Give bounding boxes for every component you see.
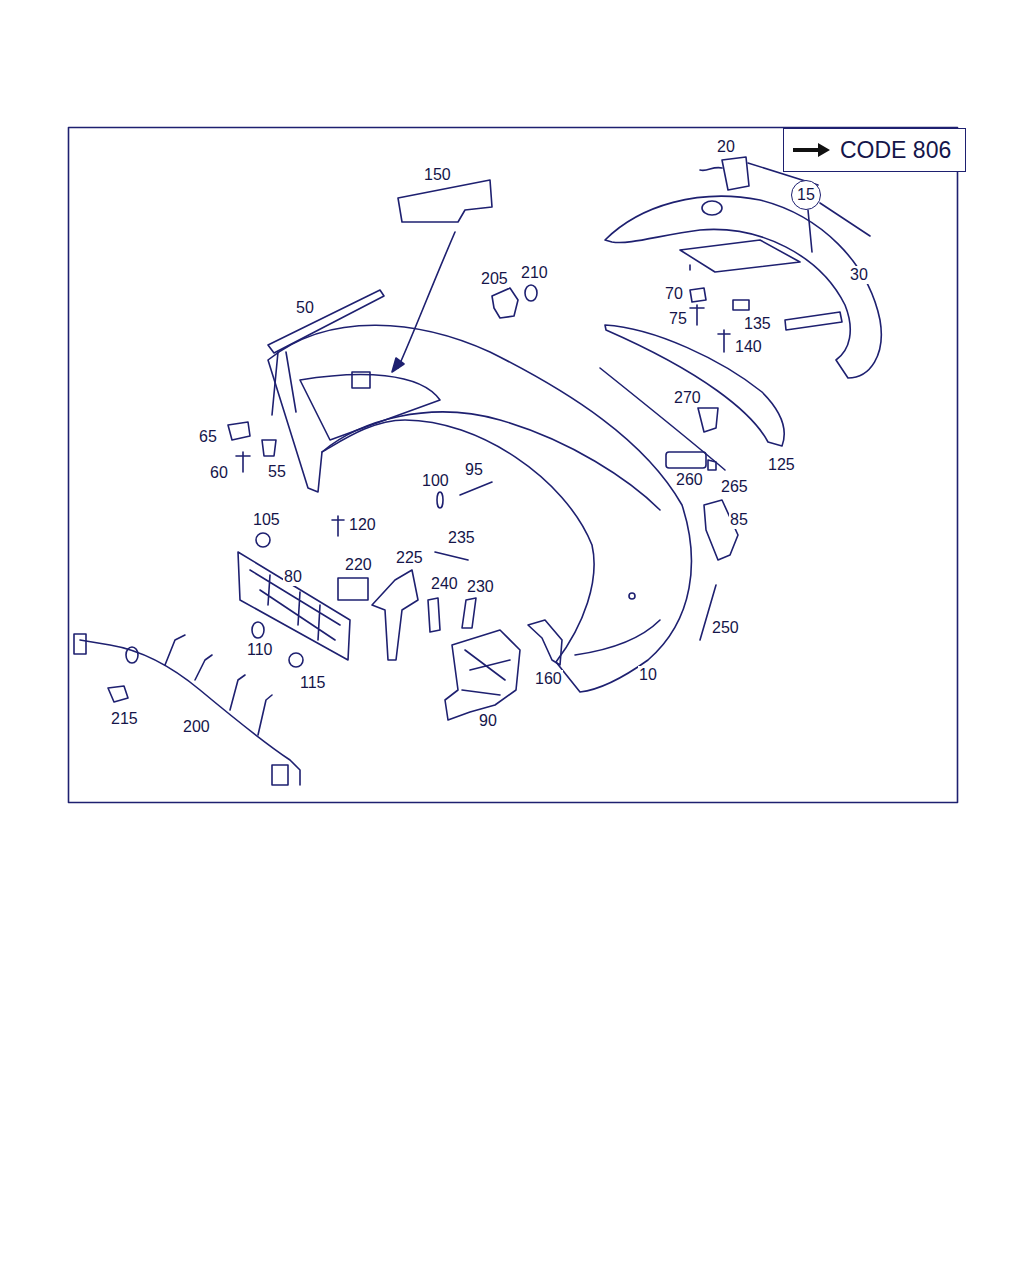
part-strip — [268, 290, 384, 353]
part-ring — [525, 285, 537, 301]
part-bracket — [372, 570, 418, 660]
part-clip — [262, 440, 276, 456]
callout-number: 95 — [464, 461, 484, 479]
part-rod — [600, 368, 725, 470]
part-grommet — [126, 647, 138, 663]
callout-number: 140 — [734, 338, 763, 356]
part-clip — [708, 460, 716, 470]
part-nut — [289, 653, 303, 667]
callout-number: 235 — [447, 529, 476, 547]
callout-number: 50 — [295, 299, 315, 317]
code-label: CODE 806 — [840, 137, 951, 164]
arrow-head — [392, 358, 404, 372]
part-bolt — [460, 482, 492, 495]
callout-number: 55 — [267, 463, 287, 481]
callout-number: 115 — [299, 674, 327, 692]
callout-number: 150 — [423, 166, 452, 184]
callout-number: 240 — [430, 575, 459, 593]
part-bracket — [428, 598, 440, 632]
callout-number: 135 — [743, 315, 772, 333]
part-trim — [528, 620, 562, 665]
callout-number: 30 — [849, 266, 869, 284]
part-bumper — [352, 372, 370, 388]
part-connector — [666, 452, 706, 468]
part-nut — [256, 533, 270, 547]
callout-number: 75 — [668, 310, 688, 328]
part-pad — [462, 598, 476, 628]
callout-number: 270 — [673, 389, 702, 407]
leader-arrow — [398, 232, 455, 368]
callout-number: 105 — [252, 511, 281, 529]
part-bumper — [629, 593, 635, 599]
part-diffuser — [702, 201, 722, 215]
part-bracket — [462, 650, 510, 695]
part-pin — [435, 552, 468, 560]
callout-number: 15 — [797, 186, 815, 204]
part-sensor — [492, 288, 518, 318]
part-bumper — [575, 620, 660, 655]
callout-circle: 15 — [791, 180, 821, 210]
callout-number: 85 — [729, 511, 749, 529]
part-trim — [398, 180, 492, 222]
arrow-symbol — [792, 140, 832, 160]
callout-number: 110 — [246, 641, 274, 659]
callout-number: 205 — [480, 270, 509, 288]
part-diffuser — [680, 240, 800, 272]
callout-number: 215 — [110, 710, 139, 728]
part-rivet — [332, 516, 344, 536]
callout-number: 260 — [675, 471, 704, 489]
part-nut — [733, 300, 749, 310]
part-screw — [236, 452, 250, 472]
callout-number: 210 — [520, 264, 549, 282]
callout-number: 265 — [720, 478, 749, 496]
part-nut — [252, 622, 264, 638]
part-bracket — [722, 157, 749, 190]
part-plug — [74, 634, 86, 654]
part-sensor — [108, 686, 128, 702]
callout-number: 160 — [534, 670, 563, 688]
part-rivet — [718, 330, 730, 352]
part-wire — [700, 168, 722, 171]
frame — [69, 128, 958, 803]
leader-line — [286, 352, 296, 412]
callout-number: 80 — [283, 568, 303, 586]
callout-number: 100 — [421, 472, 450, 490]
callout-number: 225 — [395, 549, 424, 567]
leader-line — [808, 210, 812, 252]
part-clip — [690, 288, 706, 302]
callout-number: 120 — [348, 516, 377, 534]
part-plug — [272, 765, 288, 785]
callout-number: 220 — [344, 556, 373, 574]
callout-number: 10 — [638, 666, 658, 684]
part-clip — [228, 422, 250, 440]
part-harness — [80, 640, 300, 785]
part-bracket — [445, 630, 520, 720]
callout-number: 200 — [182, 718, 211, 736]
leader-line — [820, 203, 870, 236]
part-bracket — [238, 552, 350, 660]
callout-number: 20 — [716, 138, 736, 156]
part-pad — [338, 578, 368, 600]
part-bumper — [322, 412, 660, 510]
part-strip — [605, 325, 784, 446]
callout-number: 90 — [478, 712, 498, 730]
callout-number: 70 — [664, 285, 684, 303]
part-pad — [698, 408, 718, 432]
callout-number: 230 — [466, 578, 495, 596]
callout-number: 125 — [767, 456, 796, 474]
part-washer — [437, 492, 443, 508]
part-bracket — [704, 500, 738, 560]
part-diffuser — [605, 196, 881, 378]
callout-number: 65 — [198, 428, 218, 446]
code-box: CODE 806 — [783, 128, 966, 172]
part-screw — [690, 305, 704, 325]
callout-number: 60 — [209, 464, 229, 482]
callout-number: 250 — [711, 619, 740, 637]
